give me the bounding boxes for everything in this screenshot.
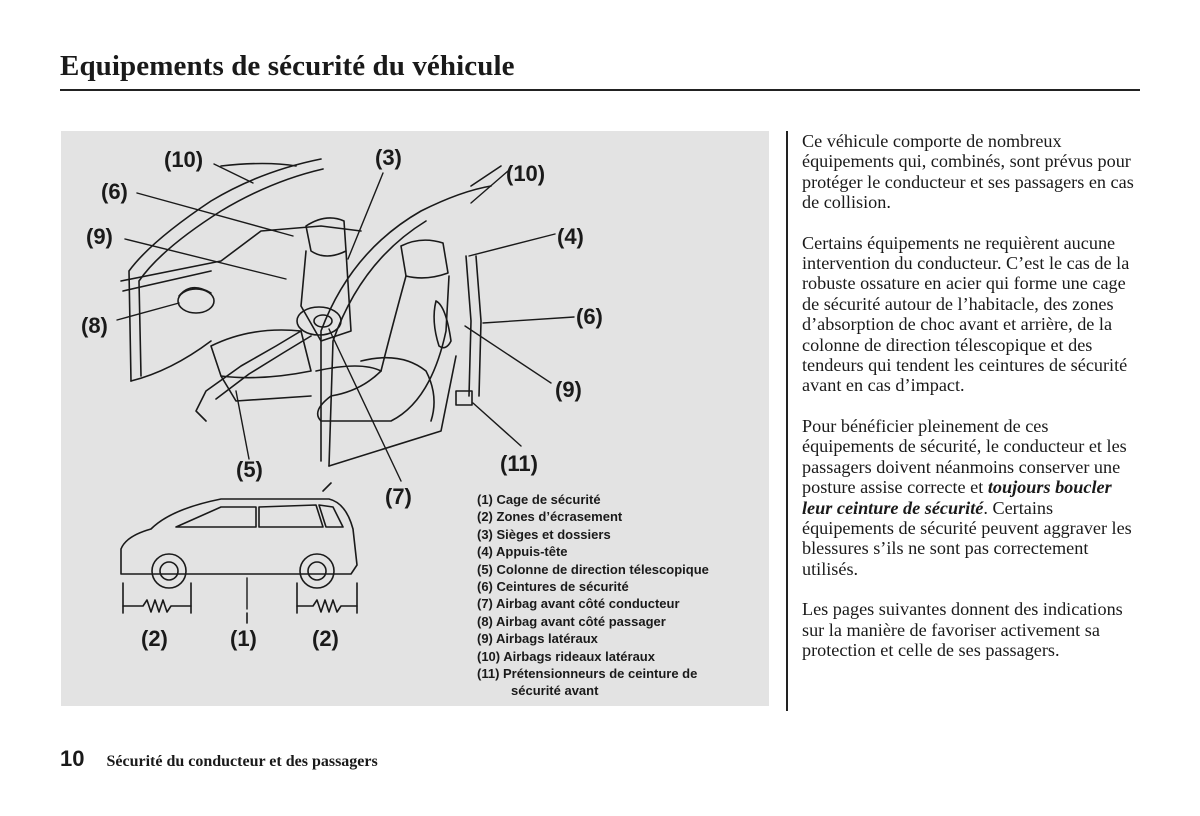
footer-section-title: Sécurité du conducteur et des passagers: [106, 753, 378, 770]
legend-item: (5) Colonne de direction télescopique: [477, 561, 709, 577]
legend-item: (11) Prétensionneurs de ceinture de: [477, 666, 698, 682]
callout-label: (2): [141, 626, 168, 651]
legend-item: (8) Airbag avant côté passager: [477, 613, 666, 629]
callout-label: (6): [101, 179, 128, 204]
callout-label: (5): [236, 457, 263, 482]
callout-label: (11): [500, 451, 538, 476]
car-side-drawing: [120, 482, 358, 624]
legend-item: sécurité avant: [511, 683, 599, 699]
callout-label: (3): [375, 145, 402, 170]
paragraph: Certains équipements ne requièrent aucun…: [802, 232, 1130, 396]
title-rule: [60, 89, 1140, 91]
callout-label: (1): [230, 626, 257, 651]
cabin-interior-drawing: [120, 158, 502, 467]
callout-label: (8): [81, 313, 108, 338]
callout-label: (10): [164, 147, 204, 172]
body-text: Ce véhicule comporte de nombreux équipem…: [802, 131, 1142, 680]
legend-item: (4) Appuis-tête: [477, 544, 568, 560]
column-divider: [786, 131, 788, 711]
legend-item: (3) Sièges et dossiers: [477, 526, 611, 542]
callout-label: (2): [312, 626, 339, 651]
callout-leader-lines: [116, 163, 575, 610]
legend-item: (1) Cage de sécurité: [477, 492, 601, 507]
paragraph: Les pages suivantes donnent des indicati…: [802, 599, 1123, 660]
figure-legend: (1) Cage de sécurité (2) Zones d’écrasem…: [477, 491, 709, 700]
legend-item: (10) Airbags rideaux latéraux: [477, 648, 655, 664]
callout-label: (9): [86, 224, 113, 249]
legend-item: (2) Zones d’écrasement: [477, 509, 623, 525]
callout-label: (10): [506, 161, 546, 186]
page-title: Equipements de sécurité du véhicule: [60, 50, 515, 82]
paragraph: Ce véhicule comporte de nombreux équipem…: [802, 131, 1134, 213]
callout-label: (6): [576, 304, 603, 329]
page-footer: 10 Sécurité du conducteur et des passager…: [60, 746, 378, 772]
emphasis-text: toujours boucler leur ceinture de sécuri…: [802, 477, 1112, 518]
paragraph-text: . Certains équipements de sécurité peuve…: [802, 497, 1132, 579]
callout-label: (7): [385, 484, 412, 509]
vehicle-illustration: [116, 158, 575, 624]
paragraph-text: Pour bénéficier pleinement de ces équipe…: [802, 415, 1127, 498]
paragraph: Pour bénéficier pleinement de ces équipe…: [802, 416, 1142, 579]
legend-item: (7) Airbag avant côté conducteur: [477, 596, 680, 612]
callout-label: (9): [555, 377, 582, 402]
page-number: 10: [60, 746, 85, 771]
safety-equipment-figure: (10) (3) (10) (6) (9) (4) (8) (6) (9) (5…: [61, 131, 769, 706]
legend-item: (6) Ceintures de sécurité: [477, 579, 629, 595]
callout-label: (4): [557, 224, 584, 249]
legend-item: (9) Airbags latéraux: [477, 631, 598, 647]
